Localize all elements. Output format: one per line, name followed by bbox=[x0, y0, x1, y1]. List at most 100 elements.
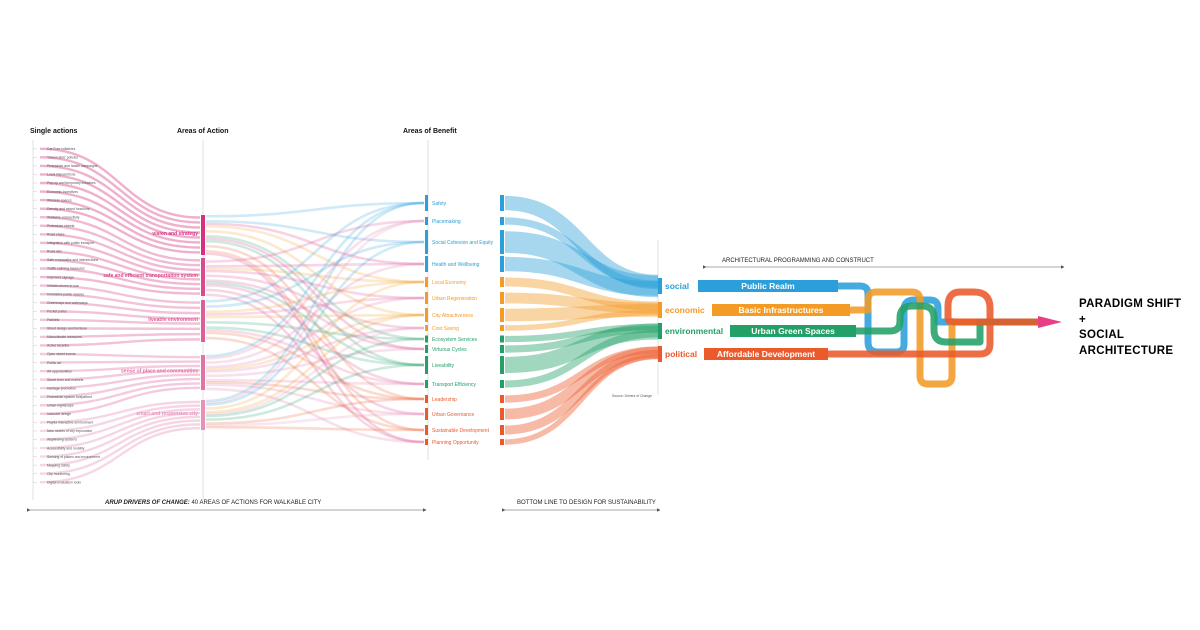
benefit-flow bbox=[205, 296, 425, 369]
benefit-source-bar bbox=[500, 345, 504, 353]
single-action-label: Street form and markets bbox=[47, 378, 84, 382]
benefit-flow bbox=[205, 383, 425, 416]
benefit-label: Virtuous Cycles bbox=[432, 347, 467, 353]
single-action-label: Microclimate measures bbox=[47, 335, 82, 339]
benefit-bar bbox=[425, 217, 428, 225]
action-flow bbox=[39, 415, 201, 458]
benefit-flow bbox=[205, 262, 425, 364]
single-action-label: Public art bbox=[47, 361, 61, 365]
area-of-action-bar bbox=[201, 300, 205, 342]
pillar-flow bbox=[504, 323, 659, 343]
benefit-flow bbox=[205, 347, 425, 378]
action-flow bbox=[39, 173, 201, 234]
single-action-label: "Green skin" policies bbox=[47, 156, 78, 160]
pillar-bar bbox=[658, 278, 662, 294]
pillar-flow bbox=[504, 277, 659, 311]
paradigm-arrow-icon bbox=[1038, 316, 1062, 328]
benefit-flow bbox=[205, 281, 425, 367]
action-flow bbox=[39, 301, 201, 315]
benefit-label: Transport Efficiency bbox=[432, 382, 476, 388]
benefit-source-bar bbox=[500, 195, 504, 211]
benefit-flow bbox=[205, 313, 425, 319]
action-flow bbox=[39, 250, 201, 281]
action-flow bbox=[39, 382, 201, 407]
pillar-tail bbox=[850, 288, 1040, 388]
benefit-flow bbox=[205, 326, 425, 367]
benefit-bar bbox=[425, 256, 428, 272]
single-action-label: City monitoring bbox=[47, 472, 70, 476]
action-flow bbox=[39, 419, 201, 467]
benefit-source-bar bbox=[500, 230, 504, 254]
area-of-action-label: sense of place and communities bbox=[121, 369, 198, 375]
single-action-label: Road share bbox=[47, 233, 65, 237]
action-flow bbox=[39, 275, 201, 295]
pillar-box bbox=[730, 325, 856, 337]
pillar-flow bbox=[504, 353, 659, 445]
benefit-flow bbox=[205, 397, 425, 425]
benefit-flow bbox=[205, 252, 425, 444]
pillar-flows bbox=[500, 195, 659, 445]
single-action-label: New modes of city exploration bbox=[47, 429, 92, 433]
benefit-label: Health and Wellbeing bbox=[432, 262, 480, 268]
benefit-flow bbox=[205, 244, 425, 401]
pillar-flow bbox=[504, 292, 659, 314]
benefit-bar bbox=[425, 356, 428, 374]
benefit-label: Sustainable Development bbox=[432, 428, 490, 434]
pillar-flow bbox=[504, 231, 659, 298]
benefit-flow bbox=[205, 336, 425, 432]
benefit-flow bbox=[205, 229, 425, 317]
single-action-label: Open street events bbox=[47, 352, 76, 356]
single-action-label: Wayfinding systems bbox=[47, 438, 77, 442]
benefit-label: Urban Regeneration bbox=[432, 296, 477, 302]
source-note: Source: Drivers of Change bbox=[612, 394, 652, 398]
benefit-source-bar bbox=[500, 217, 504, 225]
paradigm-shift-title: PARADIGM SHIFT + SOCIAL ARCHITECTURE bbox=[1079, 297, 1194, 359]
arup-caption: ARUP DRIVERS OF CHANGE: 40 AREAS OF ACTI… bbox=[104, 500, 321, 506]
pillar-label: environmental bbox=[665, 326, 723, 336]
benefit-label: Urban Governance bbox=[432, 412, 474, 418]
benefit-source-bar bbox=[500, 277, 504, 287]
single-action-label: Wireless spaces bbox=[47, 198, 72, 202]
benefit-bar bbox=[425, 425, 428, 435]
benefit-bar bbox=[425, 395, 428, 403]
single-action-label: Local interventions bbox=[47, 173, 76, 177]
benefit-flow bbox=[205, 279, 425, 351]
benefit-flow bbox=[205, 326, 425, 373]
pillar-box-label: Affordable Development bbox=[717, 349, 815, 359]
single-actions-list: Car Free initiatives "Green skin" policie… bbox=[33, 147, 100, 484]
benefit-label: Safety bbox=[432, 201, 447, 207]
benefit-label: Liveability bbox=[432, 363, 454, 369]
action-flow bbox=[39, 318, 201, 325]
benefit-flow bbox=[205, 425, 425, 432]
single-action-label: Road diet bbox=[47, 250, 62, 254]
single-action-label: Traffic calming measures bbox=[47, 267, 85, 271]
pillar-flow bbox=[504, 309, 659, 331]
action-flow bbox=[39, 181, 201, 239]
header-areas-of-action: Areas of Action bbox=[177, 128, 229, 135]
paradigm-line-2: + bbox=[1079, 313, 1087, 326]
benefit-bar bbox=[425, 277, 428, 287]
benefit-label: Leadership bbox=[432, 397, 457, 403]
benefit-bar bbox=[425, 230, 428, 254]
benefit-flow bbox=[205, 284, 425, 386]
benefit-flow bbox=[205, 237, 425, 351]
action-flow bbox=[39, 233, 201, 272]
action-flow bbox=[39, 373, 201, 390]
pillar-flow bbox=[504, 346, 659, 420]
header-areas-of-benefit: Areas of Benefit bbox=[403, 128, 457, 135]
single-action-label: Car Free initiatives bbox=[47, 147, 76, 151]
action-flow bbox=[39, 292, 201, 310]
area-of-action-label: vision and strategy bbox=[152, 231, 198, 237]
single-action-label: Density and mixed functions bbox=[47, 207, 90, 211]
paradigm-line-1: PARADIGM SHIFT bbox=[1079, 298, 1182, 310]
action-flow bbox=[39, 369, 201, 381]
action-flow bbox=[39, 207, 201, 254]
pillar-bar bbox=[658, 302, 662, 318]
benefit-flow bbox=[205, 219, 425, 360]
single-action-label: Innovative public spaces bbox=[47, 292, 84, 296]
benefit-source-bar bbox=[500, 439, 504, 445]
pillar-label: political bbox=[665, 349, 697, 359]
action-flow bbox=[39, 198, 201, 249]
action-flow bbox=[39, 241, 201, 276]
